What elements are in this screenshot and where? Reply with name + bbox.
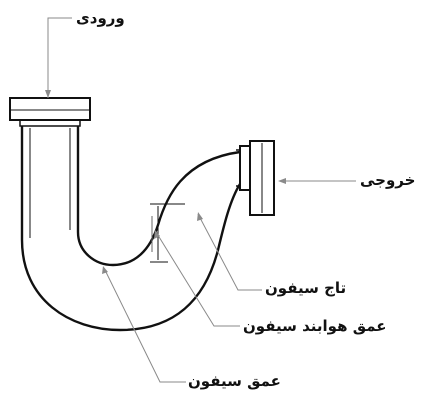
crown-label: تاج سیفون	[265, 279, 347, 297]
outlet-label: خروجی	[360, 171, 416, 189]
inlet-hub	[9, 97, 91, 127]
seal-depth-label: عمق هوابند سیفون	[243, 317, 387, 335]
outlet-hub	[236, 140, 275, 216]
measure-lines	[150, 203, 185, 263]
trap-body	[20, 126, 242, 332]
inlet-leg-shading	[29, 128, 71, 238]
inlet-label: ورودی	[76, 9, 125, 27]
trap-depth-label: عمق سیفون	[188, 372, 281, 390]
leader-lines	[45, 17, 356, 383]
